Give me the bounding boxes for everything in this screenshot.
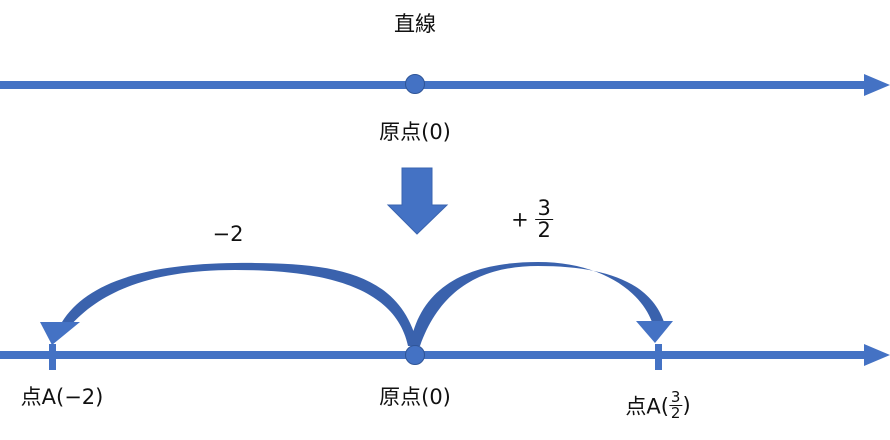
bottom-line-arrowhead-icon (864, 344, 890, 366)
label-prefix: 点A( (20, 385, 65, 409)
top-line-arrowhead-icon (864, 74, 890, 96)
top-origin-point (405, 74, 425, 94)
diagram-title: 直線 (394, 12, 436, 36)
top-number-line (0, 74, 890, 96)
tick-neg-2 (49, 344, 56, 370)
left-jump-arrowhead-icon (40, 322, 80, 345)
right-jump-arrow (410, 262, 673, 346)
fraction-numerator: 3 (535, 196, 553, 220)
label-suffix: ) (682, 393, 691, 418)
fraction-denominator: 2 (670, 404, 681, 422)
right-jump-sign: + (511, 207, 529, 232)
left-jump-label: −2 (212, 222, 244, 246)
bottom-origin-point (405, 345, 425, 365)
tick-pos-3-2 (655, 344, 662, 370)
label-prefix: 点A( (625, 394, 669, 419)
right-jump-label: + 3 2 (511, 198, 553, 241)
label-value: −2 (64, 385, 96, 409)
point-a-neg-label: 点A(−2) (21, 381, 104, 411)
label-suffix: ) (95, 385, 104, 409)
right-jump-fraction: 3 2 (535, 196, 553, 242)
bottom-origin-label: 原点(0) (379, 385, 451, 409)
left-jump-arrow (40, 262, 418, 346)
fraction-numerator: 3 (668, 388, 683, 406)
down-arrow-icon (386, 167, 449, 235)
fraction-denominator: 2 (537, 218, 551, 242)
right-jump-arrowhead-icon (636, 321, 673, 343)
bottom-number-line (0, 344, 890, 370)
top-origin-label: 原点(0) (379, 120, 451, 144)
